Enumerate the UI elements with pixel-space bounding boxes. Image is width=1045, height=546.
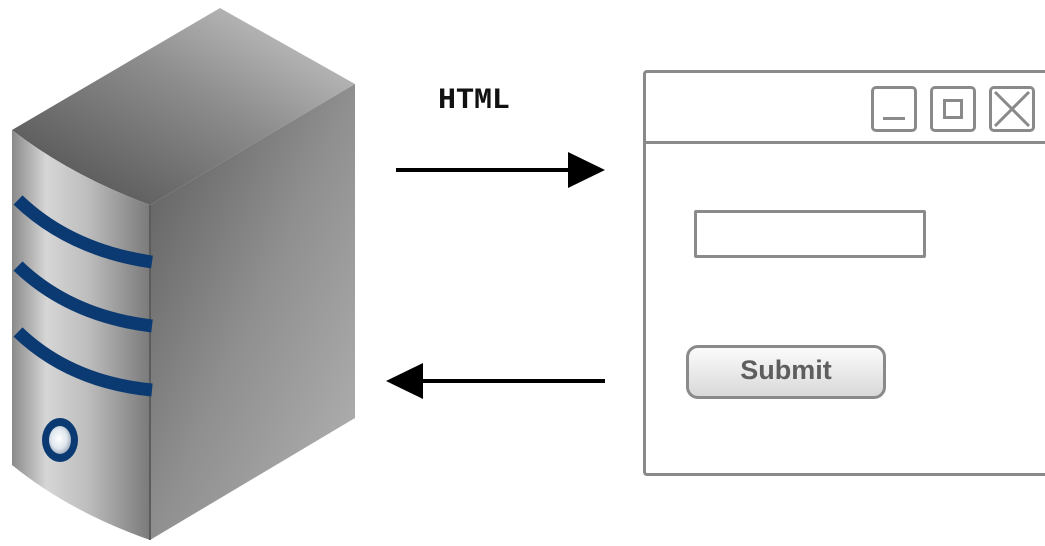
maximize-icon[interactable] bbox=[930, 86, 976, 132]
server-stripe bbox=[13, 327, 153, 397]
text-input[interactable] bbox=[694, 210, 926, 258]
arrow-right-icon bbox=[396, 152, 605, 188]
server-stripe bbox=[13, 195, 153, 269]
submit-button[interactable]: Submit bbox=[686, 345, 886, 399]
arrow-label-html: HTML bbox=[438, 84, 511, 118]
arrow-left-icon bbox=[386, 363, 605, 399]
server-side-face bbox=[150, 84, 355, 540]
window-titlebar bbox=[646, 73, 1045, 144]
minimize-icon[interactable] bbox=[871, 86, 917, 132]
server-stripe bbox=[13, 261, 153, 333]
browser-window: Submit bbox=[643, 70, 1045, 476]
close-icon[interactable] bbox=[989, 86, 1035, 132]
server-top-face bbox=[12, 8, 355, 205]
